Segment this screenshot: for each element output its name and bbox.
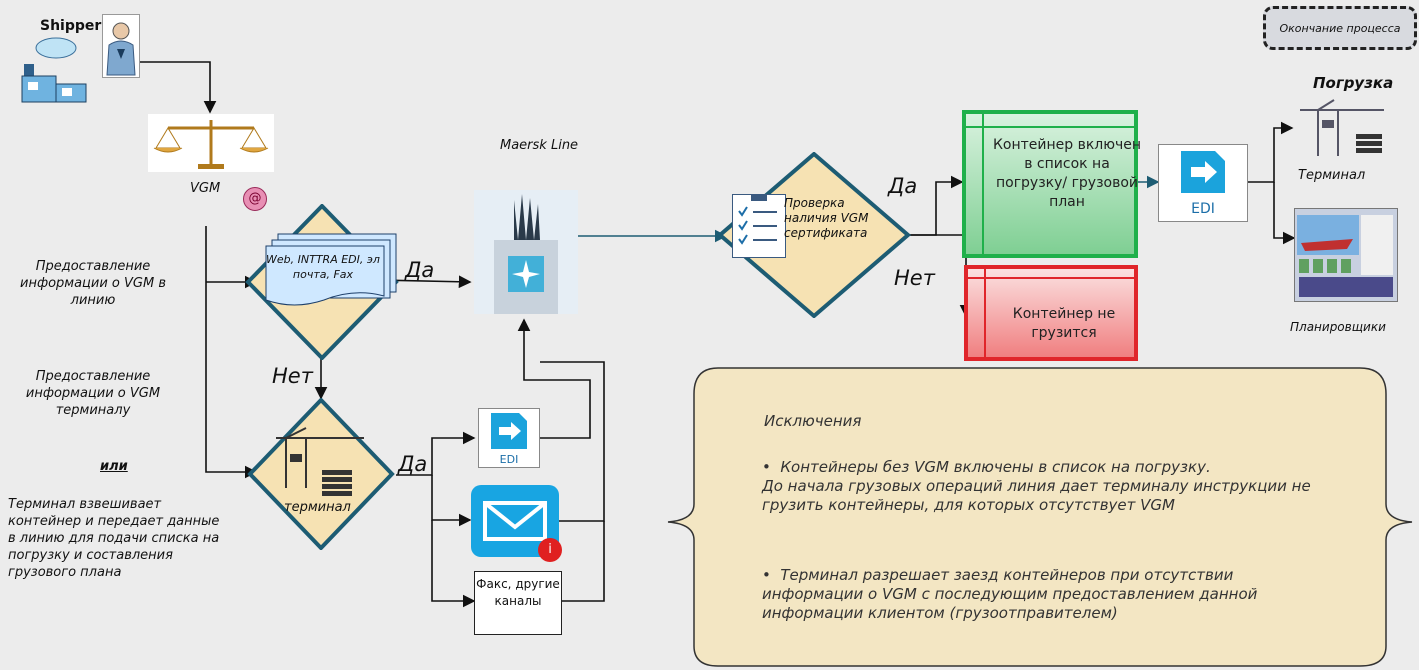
- not-loaded-container-text: Контейнер не грузится: [1012, 306, 1116, 341]
- decision-diamond-terminal: [246, 397, 396, 551]
- exception-item-1-text: Контейнеры без VGM включены в список на …: [780, 458, 1211, 476]
- svg-text:EDI: EDI: [1191, 201, 1215, 217]
- decision-no3-label: Нет: [894, 266, 935, 290]
- maersk-label: Maersk Line: [500, 138, 579, 153]
- decision-diamond-channels: [244, 203, 400, 361]
- check-vgm-label: Проверка наличия VGM сертификата: [784, 196, 869, 240]
- bullet-1: •: [762, 458, 781, 476]
- not-loaded-container-box: Контейнер не грузится: [964, 265, 1138, 361]
- edi-large-icon: EDI: [1158, 144, 1248, 222]
- edi-icon: EDI: [478, 408, 540, 468]
- planners-screen-icon: [1294, 208, 1398, 302]
- exception-item-1-cont: До начала грузовых операций линия дает т…: [762, 477, 1311, 514]
- label-terminal-weighs: Терминал взвешивает контейнер и передает…: [8, 497, 220, 580]
- svg-text:EDI: EDI: [500, 453, 519, 466]
- shipper-person-icon: [102, 14, 140, 78]
- decision-yes2-label: Да: [398, 452, 428, 476]
- exceptions-title: Исключения: [764, 412, 862, 430]
- exception-item-2: • Терминал разрешает заезд контейнеров п…: [762, 566, 1322, 623]
- decision-yes-label: Да: [405, 258, 435, 282]
- label-to-terminal: Предоставление информации о VGM терминал…: [25, 369, 161, 418]
- exception-item-1: • Контейнеры без VGM включены в список н…: [762, 458, 1322, 515]
- shipper-label: Shipper: [40, 18, 102, 34]
- fax-other-box: Факс, другие каналы: [474, 571, 562, 635]
- label-or: или: [100, 459, 128, 474]
- channels-doc-text: Web, INTTRA EDI, эл почта, Fax: [266, 253, 380, 281]
- scales-icon: [148, 114, 274, 172]
- maersk-building-icon: [474, 190, 578, 314]
- factory-icon: [18, 34, 90, 104]
- planners-label: Планировщики: [1290, 320, 1386, 334]
- end-process-box: Окончание процесса: [1263, 6, 1417, 50]
- bullet-2: •: [762, 566, 781, 584]
- decision-no-label: Нет: [272, 364, 313, 388]
- email-at-icon: @: [243, 187, 267, 211]
- exception-item-2-text: Терминал разрешает заезд контейнеров при…: [762, 566, 1258, 622]
- terminal-diamond-label: терминал: [284, 500, 351, 515]
- label-to-line: Предоставление информации о VGM в линию: [20, 259, 166, 308]
- exceptions-brace-frame: [667, 367, 1413, 667]
- loaded-container-text: Контейнер включен в список на погрузку/ …: [992, 137, 1142, 210]
- terminal-label: Терминал: [1298, 168, 1366, 183]
- loading-title: Погрузка: [1313, 74, 1394, 92]
- vgm-label: VGM: [190, 181, 221, 196]
- checklist-icon: [732, 194, 786, 258]
- info-badge-icon: i: [538, 538, 562, 562]
- decision-yes3-label: Да: [888, 174, 918, 198]
- terminal-crane-icon: [1294, 96, 1390, 160]
- loaded-container-box: Контейнер включен в список на погрузку/ …: [962, 110, 1141, 258]
